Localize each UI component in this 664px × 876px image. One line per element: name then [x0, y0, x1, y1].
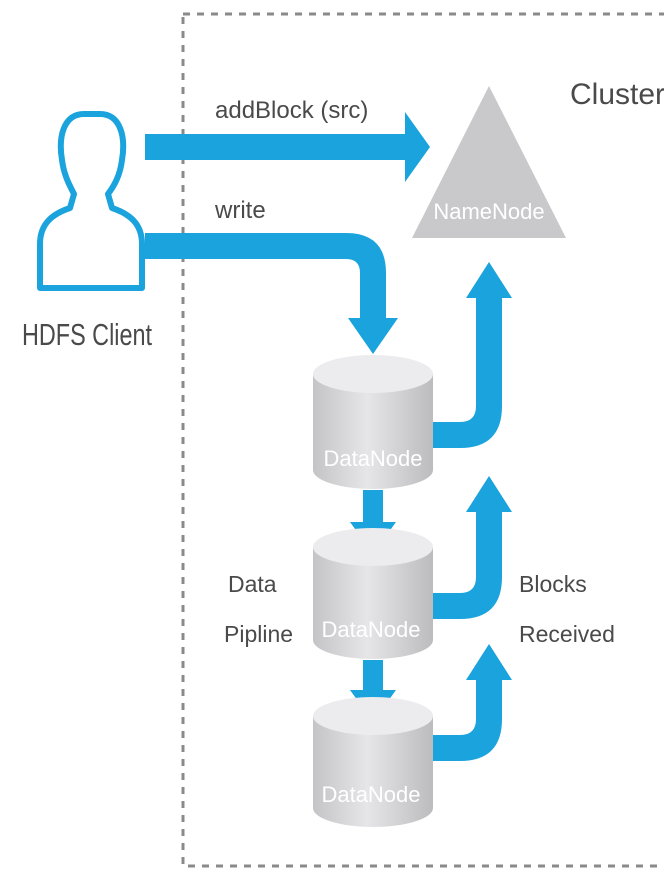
datanode-3: DataNode [313, 697, 433, 827]
datanode-1-report-arrowhead [466, 262, 512, 298]
namenode-label: NameNode [433, 199, 544, 224]
cluster-boundary [181, 12, 664, 868]
cluster-label: Cluster [570, 78, 664, 111]
blocks-received-label-line-1: Blocks [519, 571, 587, 597]
datanode-1-report-arrow [432, 294, 502, 448]
hdfs-client-icon [37, 111, 145, 291]
pipeline-arrow-2 [363, 660, 383, 694]
hdfs-client-label: HDFS Client [22, 317, 152, 352]
datanode-2: DataNode [313, 528, 433, 659]
datanode-2-label: DataNode [321, 617, 420, 642]
namenode-triangle [412, 86, 566, 238]
data-pipeline-label-line-2: Pipline [224, 621, 293, 647]
datanode-1-label: DataNode [323, 446, 422, 471]
datanode-3-report-arrow [432, 676, 502, 761]
blocks-received-arrows [432, 262, 512, 761]
write-label: write [214, 197, 266, 224]
blocks-received-label-line-2: Received [519, 621, 615, 647]
data-pipeline-label-line-1: Data [228, 571, 277, 597]
add-block-label: addBlock (src) [215, 97, 368, 124]
add-block-arrow [145, 112, 430, 182]
datanode-3-label: DataNode [321, 782, 420, 807]
datanode-2-report-arrowhead [466, 476, 512, 512]
datanode-1: DataNode [313, 355, 433, 489]
write-arrow [145, 233, 398, 354]
datanode-2-report-arrow [432, 508, 502, 619]
pipeline-arrow-1 [363, 490, 383, 524]
datanode-3-report-arrowhead [466, 644, 512, 680]
